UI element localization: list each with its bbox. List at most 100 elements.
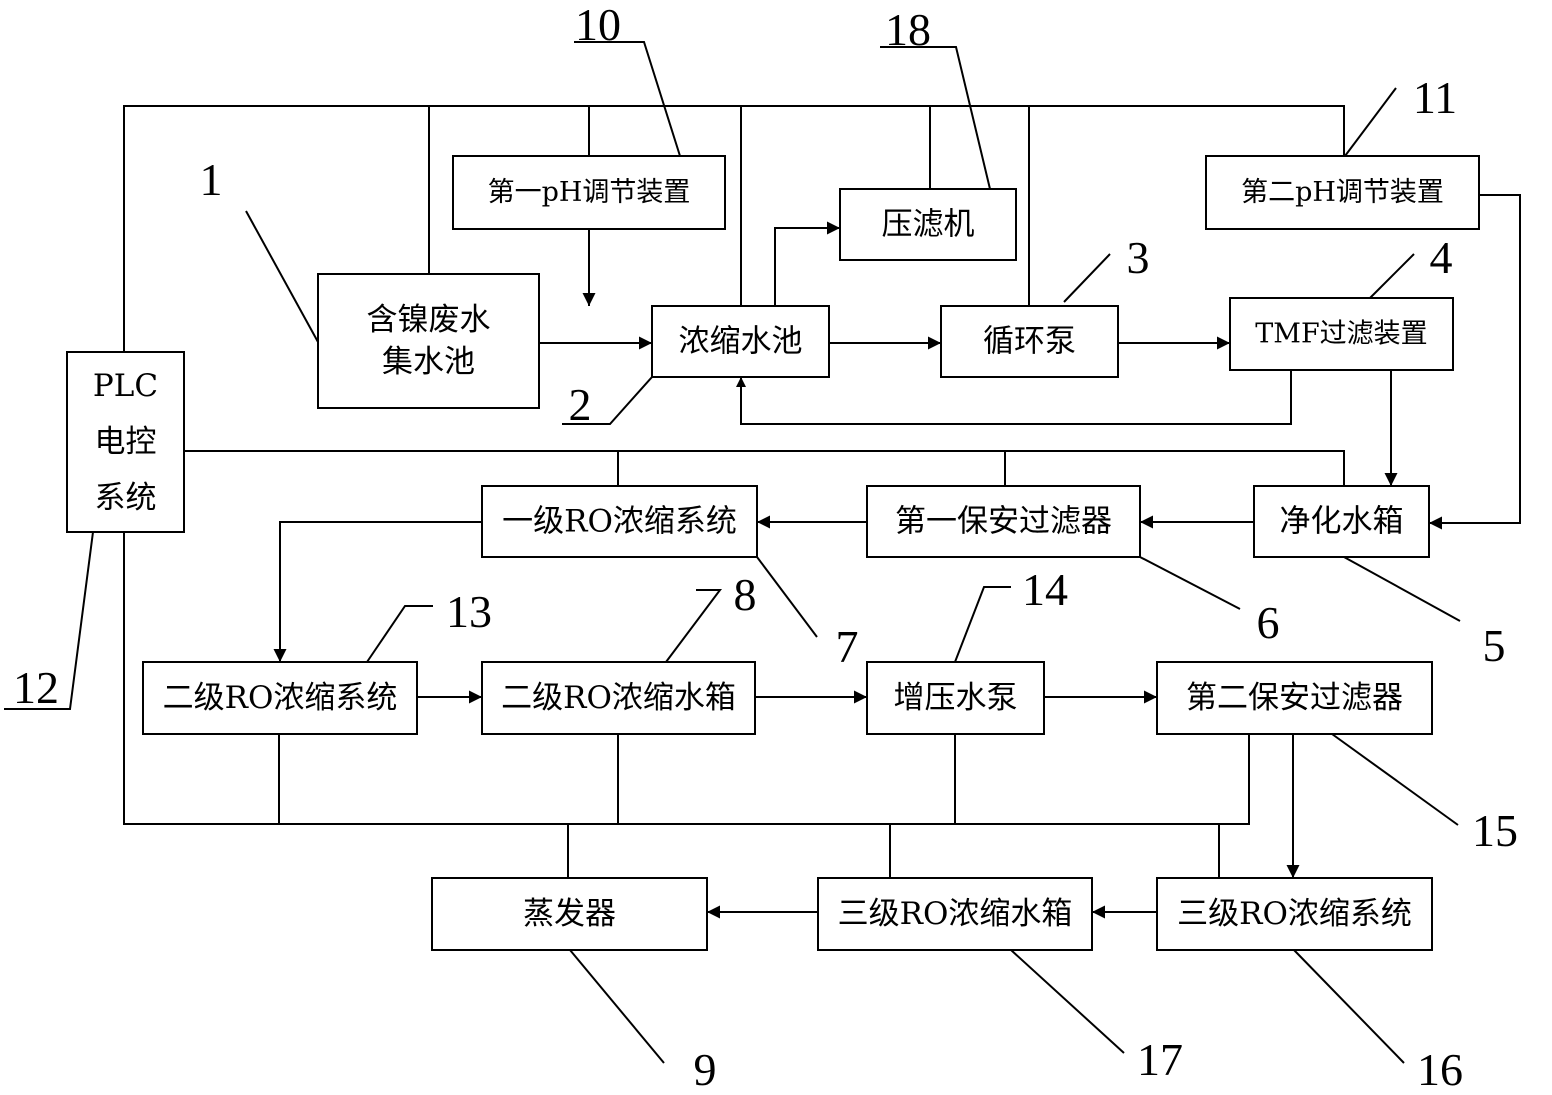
booster-pump-label: 增压水泵 xyxy=(894,680,1018,716)
first-security-filter-label: 第一保安过滤器 xyxy=(895,504,1112,540)
reference-numeral: 8 xyxy=(734,569,757,620)
control-wires xyxy=(123,105,1345,878)
second-ph-label: 第二pH调节装置 xyxy=(1241,177,1444,208)
tmf-filter-frame xyxy=(1229,297,1454,371)
ro2-tank-label: 二级RO浓缩水箱 xyxy=(501,680,736,716)
leader-line xyxy=(574,41,681,157)
reference-numeral: 17 xyxy=(1137,1034,1183,1085)
second-security-filter-box: 第二保安过滤器 xyxy=(1156,661,1433,735)
evaporator-box: 蒸发器 xyxy=(431,877,708,951)
purified-tank-label: 净化水箱 xyxy=(1280,504,1404,540)
leader-line xyxy=(1331,733,1459,826)
evaporator-frame xyxy=(431,877,708,951)
leader-line xyxy=(245,210,319,343)
first-ph-box: 第一pH调节装置 xyxy=(452,155,726,230)
plc-label: 系统 xyxy=(95,480,157,516)
reference-numeral: 12 xyxy=(13,662,59,713)
control-wire xyxy=(184,450,1345,486)
reference-numeral: 6 xyxy=(1257,597,1280,648)
second-security-filter-frame xyxy=(1156,661,1433,735)
plc-frame xyxy=(66,351,185,533)
first-ph-label: 第一pH调节装置 xyxy=(488,177,691,208)
ro2-tank-box: 二级RO浓缩水箱 xyxy=(481,661,756,735)
reference-numeral: 18 xyxy=(885,4,931,55)
leader-line xyxy=(954,586,1011,663)
leader-line xyxy=(665,589,722,663)
reference-numeral: 11 xyxy=(1413,72,1457,123)
leader-line xyxy=(569,949,665,1064)
first-security-filter-frame xyxy=(866,485,1141,558)
booster-pump-frame xyxy=(866,661,1045,735)
ro1-system-box: 一级RO浓缩系统 xyxy=(481,485,758,558)
ro1-system-label: 一级RO浓缩系统 xyxy=(502,504,737,540)
reference-numeral: 9 xyxy=(694,1044,717,1095)
ro2-system-label: 二级RO浓缩系统 xyxy=(163,680,398,716)
leader-line xyxy=(366,605,433,663)
filter-press-box: 压滤机 xyxy=(839,188,1017,261)
reference-leader-lines xyxy=(4,41,1461,1064)
ro3-system-frame xyxy=(1156,877,1433,951)
leader-line xyxy=(1369,253,1415,299)
reference-numeral: 1 xyxy=(200,154,223,205)
nickel-wastewater-tank-label: 含镍废水 xyxy=(367,302,491,338)
flow-arrow xyxy=(1429,194,1521,530)
plc-label: PLC xyxy=(93,368,158,404)
purified-tank-box: 净化水箱 xyxy=(1253,485,1430,558)
leader-line xyxy=(4,531,94,710)
circulation-pump-label: 循环泵 xyxy=(983,324,1076,360)
concentration-pool-label: 浓缩水池 xyxy=(679,324,803,360)
leader-line xyxy=(1344,87,1397,157)
ro1-system-frame xyxy=(481,485,758,558)
concentration-pool-box: 浓缩水池 xyxy=(651,305,830,378)
process-flow-arrows xyxy=(273,194,1521,919)
leader-line xyxy=(1343,556,1461,622)
concentration-pool-frame xyxy=(651,305,830,378)
reference-numeral: 2 xyxy=(569,379,592,430)
flow-arrow xyxy=(774,221,840,306)
control-wire xyxy=(123,105,1345,352)
ro2-tank-frame xyxy=(481,661,756,735)
filter-press-label: 压滤机 xyxy=(882,207,975,243)
flow-arrow xyxy=(273,521,482,662)
evaporator-label: 蒸发器 xyxy=(523,896,616,932)
ro2-system-frame xyxy=(142,661,418,735)
second-security-filter-label: 第二保安过滤器 xyxy=(1186,680,1403,716)
reference-numeral: 15 xyxy=(1472,805,1518,856)
leader-line xyxy=(562,376,653,425)
ro3-tank-frame xyxy=(817,877,1093,951)
reference-numeral: 3 xyxy=(1127,232,1150,283)
ro3-tank-box: 三级RO浓缩水箱 xyxy=(817,877,1093,951)
second-ph-frame xyxy=(1205,155,1480,230)
leader-line xyxy=(756,556,818,638)
reference-numeral: 10 xyxy=(575,0,621,50)
tmf-filter-box: TMF过滤装置 xyxy=(1229,297,1454,371)
reference-numeral: 14 xyxy=(1022,564,1068,615)
control-wire xyxy=(123,532,1250,825)
reference-numeral: 16 xyxy=(1417,1044,1463,1095)
second-ph-box: 第二pH调节装置 xyxy=(1205,155,1480,230)
circulation-pump-frame xyxy=(940,305,1119,378)
booster-pump-box: 增压水泵 xyxy=(866,661,1045,735)
circulation-pump-box: 循环泵 xyxy=(940,305,1119,378)
leader-line xyxy=(880,46,991,190)
first-ph-frame xyxy=(452,155,726,230)
reference-numeral: 4 xyxy=(1430,232,1453,283)
reference-numeral: 5 xyxy=(1483,620,1506,671)
nickel-wastewater-tank-label: 集水池 xyxy=(382,344,475,380)
tmf-filter-label: TMF过滤装置 xyxy=(1255,319,1427,350)
first-security-filter-box: 第一保安过滤器 xyxy=(866,485,1141,558)
nickel-wastewater-tank-frame xyxy=(317,273,540,409)
purified-tank-frame xyxy=(1253,485,1430,558)
plc-label: 电控 xyxy=(95,424,157,460)
leader-line xyxy=(1063,253,1111,303)
leader-line xyxy=(1293,949,1405,1064)
ro2-system-box: 二级RO浓缩系统 xyxy=(142,661,418,735)
filter-press-frame xyxy=(839,188,1017,261)
reference-numeral: 13 xyxy=(446,586,492,637)
reference-numeral: 7 xyxy=(836,621,859,672)
